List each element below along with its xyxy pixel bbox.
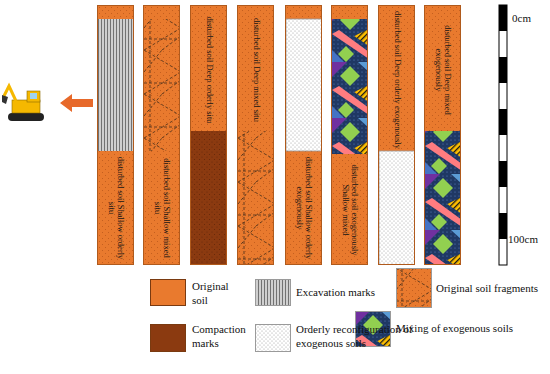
legend-swatch-fill xyxy=(256,325,291,352)
soil-profile-column: disturbed soil Shallow orderly situ xyxy=(97,5,134,265)
legend-text: Original soil xyxy=(192,280,240,308)
legend-text: Original soil fragments xyxy=(436,282,548,296)
excavator-track xyxy=(8,113,44,121)
disturbance-layer xyxy=(286,19,322,151)
soil-profile-column: disturbed soil Deep orderly situ xyxy=(190,5,227,265)
legend-swatch xyxy=(255,279,291,306)
disturbance-layer xyxy=(191,131,227,265)
left-arrow xyxy=(60,94,93,112)
profile-label: disturbed soil Deep orderly exogenously xyxy=(392,10,401,149)
disturbance-layer xyxy=(379,151,415,265)
soil-profile-column: disturbed soil exogenously Shallow mixed xyxy=(331,5,368,265)
original-soil-fill xyxy=(238,6,274,265)
soil-profile-column: disturbed soil Deep orderly exogenously xyxy=(378,5,415,265)
legend-swatch-fill xyxy=(256,280,291,306)
soil-profile-column: disturbed soil Shallow orderly exogenous… xyxy=(285,5,322,265)
profile-label: disturbed soil Shallow mixed situ xyxy=(152,153,171,263)
soil-profile-column: disturbed soil Shallow mixed situ xyxy=(143,5,180,265)
scale-label: 100cm xyxy=(508,233,538,245)
legend-swatch xyxy=(150,279,186,306)
legend-text: Excavation marks xyxy=(296,286,396,300)
disturbance-layer xyxy=(98,19,134,151)
soil-profile-column: disturbed soil Deep mixed situ xyxy=(237,5,274,265)
legend-swatch xyxy=(396,268,432,308)
legend-swatch-fill xyxy=(356,312,391,347)
original-soil-fill xyxy=(286,6,322,265)
original-soil-fill xyxy=(144,6,180,265)
original-soil-fill xyxy=(379,6,415,265)
original-soil-fill xyxy=(332,6,368,265)
profile-label: disturbed soil Deep mixed exogenously xyxy=(433,10,452,129)
profile-label: disturbed soil Deep mixed situ xyxy=(251,10,260,129)
scale-label: 0cm xyxy=(512,12,531,24)
disturbance-layer xyxy=(332,19,368,154)
profile-label: disturbed soil Shallow orderly situ xyxy=(106,153,125,263)
original-soil-fill xyxy=(98,6,134,265)
excavator-window xyxy=(30,93,37,99)
profile-label: disturbed soil Deep orderly situ xyxy=(204,10,213,129)
disturbance-layer xyxy=(425,131,461,265)
excavator-illustration xyxy=(0,0,100,140)
original-soil-fill xyxy=(425,6,461,265)
profile-label: disturbed soil exogenously Shallow mixed xyxy=(340,156,359,263)
legend-text: Mixing of exogenous soils xyxy=(396,322,546,336)
disturbance-layer xyxy=(238,131,274,265)
disturbance-layer xyxy=(144,19,180,151)
legend-text: Compaction marks xyxy=(192,323,254,351)
soil-profile-column: disturbed soil Deep mixed exogenously xyxy=(424,5,461,265)
excavator-bucket xyxy=(2,95,8,104)
legend-swatch xyxy=(255,324,291,352)
original-soil-fill xyxy=(191,6,227,265)
legend-swatch xyxy=(150,324,186,352)
profile-label: disturbed soil Shallow orderly exogenous… xyxy=(294,153,313,263)
excavator-cab xyxy=(27,91,40,102)
legend-swatch-fill xyxy=(397,269,432,308)
